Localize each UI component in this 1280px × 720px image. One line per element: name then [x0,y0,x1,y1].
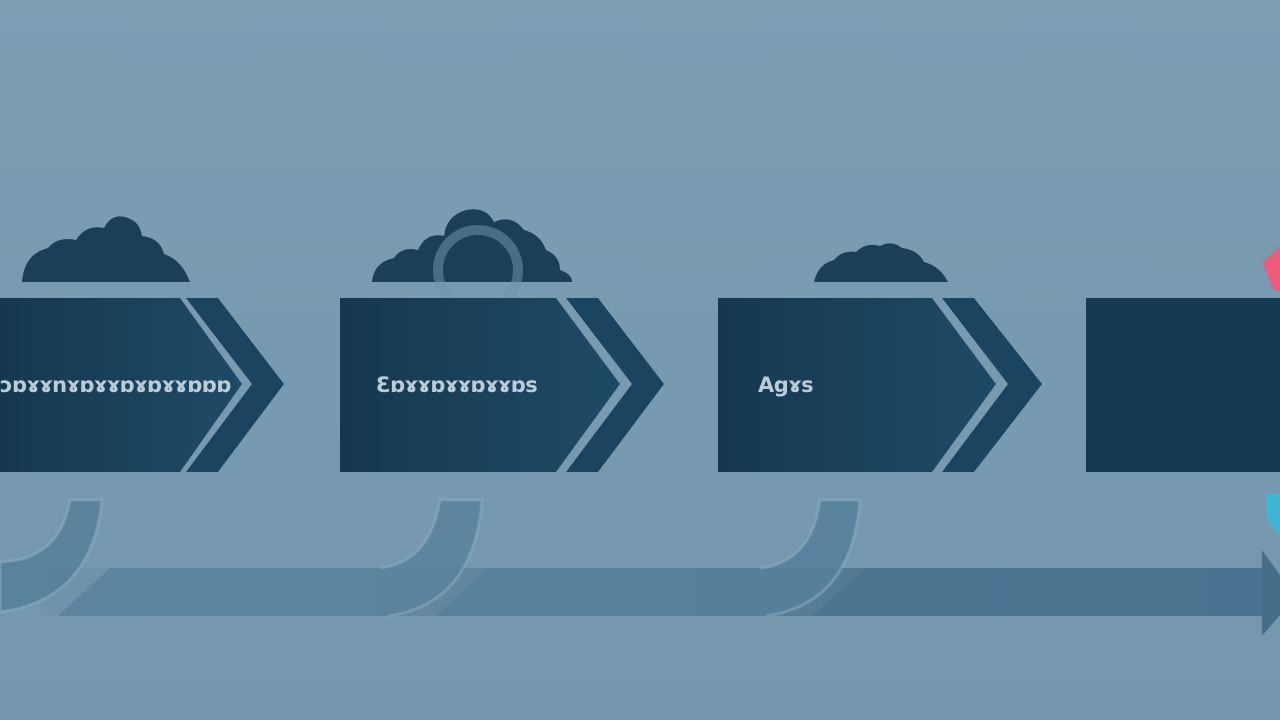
step-2-label: Ɛɒɤɤɒɤɤɒɤɤɒs [376,373,537,397]
step-3: Agɤs [718,243,1042,472]
connector-1 [0,498,104,614]
connector-3 [436,498,862,618]
connector-2 [58,498,484,618]
step-2: Ɛɒɤɤɒɤɤɒɤɤɒs [340,209,664,472]
accent-cyan-marker [1266,494,1280,534]
step-3-label: Agɤs [758,373,813,397]
step-2-block [340,298,620,472]
step-3-chevron [942,298,1042,472]
step-4-block [1086,298,1280,472]
gear-cloud-icon [372,209,572,315]
connector-4 [812,568,1262,616]
step-1-label: ᴐɒɤɤnɤɒɤɤɒɤɒɤɤɒɒɒ [0,373,231,397]
step-3-block [718,298,996,472]
step-4 [1086,246,1280,534]
cloud-icon [814,243,948,282]
accent-pink-marker [1262,246,1280,292]
step-2-chevron [566,298,664,472]
step-1-chevron [186,298,284,472]
cloud-icon [22,216,190,282]
step-1-block [0,298,242,472]
step-1: ᴐɒɤɤnɤɒɤɤɒɤɒɤɤɒɒɒ [0,216,284,472]
